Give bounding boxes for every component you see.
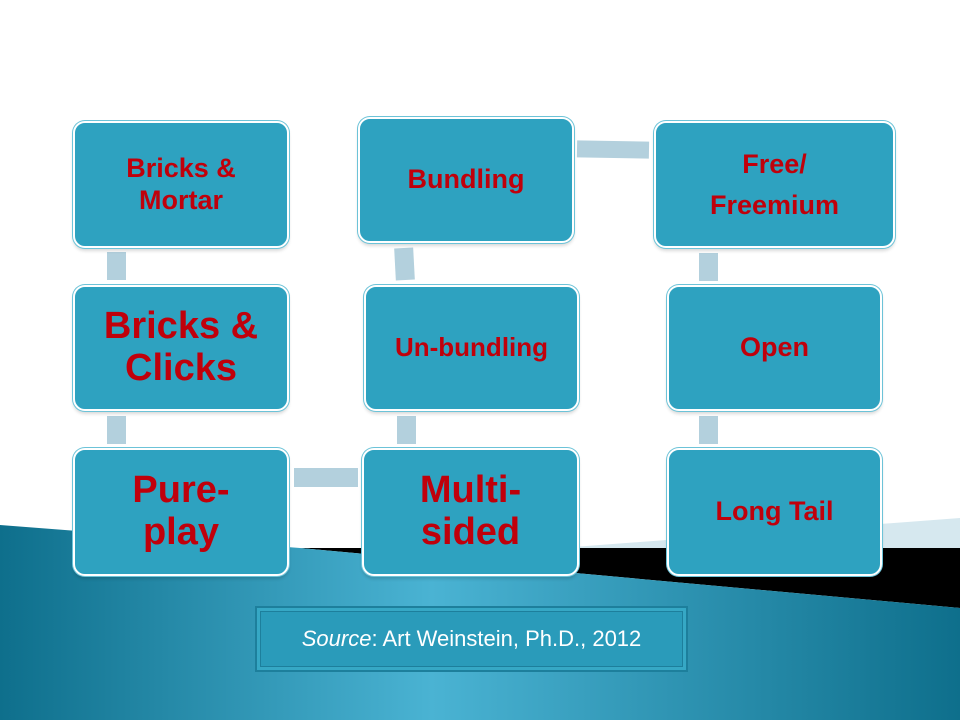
connector [294, 468, 358, 487]
node-bundling: Bundling [358, 117, 574, 243]
connector [699, 253, 718, 281]
node-long-tail: Long Tail [667, 448, 882, 576]
node-free-freemium: Free/ Freemium [654, 121, 895, 248]
node-multi-sided: Multi-sided [362, 448, 579, 576]
connector [699, 416, 718, 444]
node-un-bundling: Un-bundling [364, 285, 579, 411]
node-bricks-clicks: Bricks & Clicks [73, 285, 289, 411]
node-open: Open [667, 285, 882, 411]
source-citation: Source: Art Weinstein, Ph.D., 2012 [255, 606, 688, 672]
connector [107, 416, 126, 444]
connector [107, 252, 126, 280]
node-bricks-mortar: Bricks & Mortar [73, 121, 289, 248]
node-pure-play: Pure-play [73, 448, 289, 576]
connector [394, 247, 415, 281]
source-text: : Art Weinstein, Ph.D., 2012 [371, 626, 642, 651]
connector [397, 416, 416, 444]
source-label: Source [301, 626, 372, 651]
connector [576, 140, 650, 159]
